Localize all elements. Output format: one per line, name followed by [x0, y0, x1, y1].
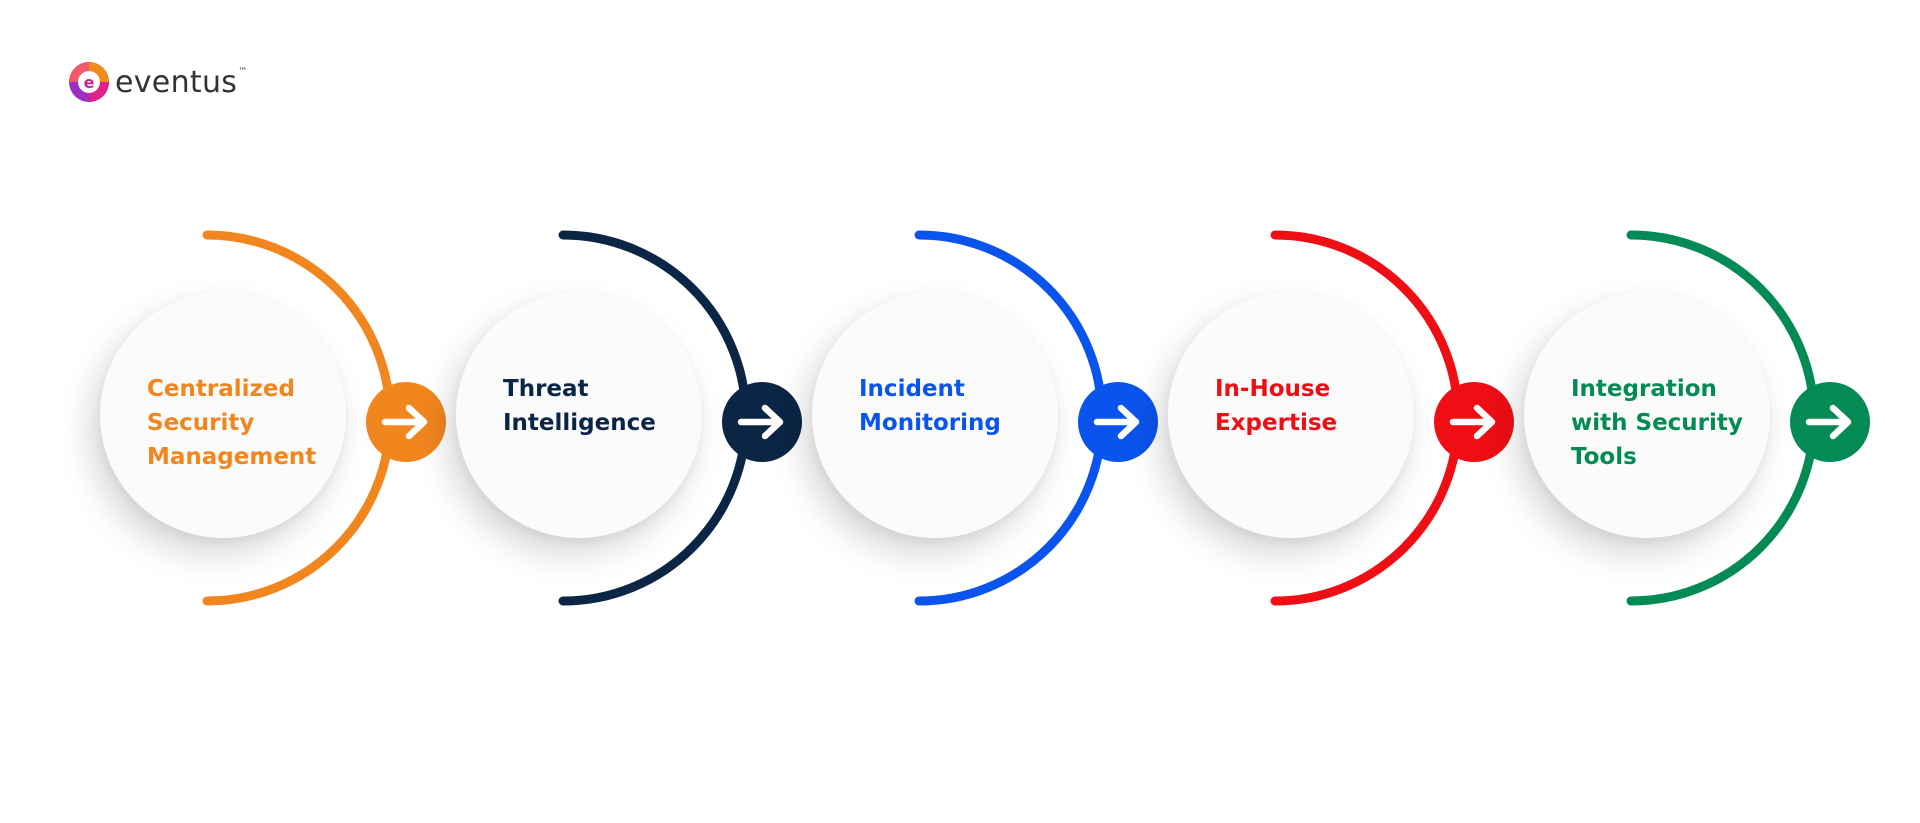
arrow-right-icon — [1449, 404, 1496, 440]
step-label: Incident Monitoring — [859, 376, 1001, 436]
arrow-right-icon — [381, 404, 428, 440]
brand-trademark: ™ — [238, 67, 248, 77]
step-circle — [812, 292, 1058, 538]
step-label: Integration with Security Tools — [1571, 376, 1743, 470]
step-in-house-expertise: In-House Expertise — [1082, 226, 1514, 610]
step-circle — [1524, 292, 1770, 538]
arrow-badge — [366, 382, 446, 462]
step-label: Threat Intelligence — [503, 376, 656, 436]
step-centralized-security-management: Centralized Security Management — [14, 226, 446, 610]
brand-logo: e eventus ™ — [66, 58, 247, 106]
step-threat-intelligence: Threat Intelligence — [370, 226, 802, 610]
step-circle — [1168, 292, 1414, 538]
step-incident-monitoring: Incident Monitoring — [726, 226, 1158, 610]
step-circle — [456, 292, 702, 538]
svg-text:e: e — [84, 73, 95, 92]
brand-name: eventus — [115, 64, 238, 100]
arrow-badge — [1434, 382, 1514, 462]
eventus-logo-icon: e — [69, 62, 109, 102]
arrow-badge — [1790, 382, 1870, 462]
step-label: Centralized Security Management — [147, 376, 317, 470]
step-integration-with-security-tools: Integration with Security Tools — [1438, 226, 1870, 610]
arrow-right-icon — [1805, 404, 1852, 440]
step-circle — [100, 292, 346, 538]
arrow-badge — [1078, 382, 1158, 462]
arrow-badge — [722, 382, 802, 462]
step-label: In-House Expertise — [1215, 376, 1338, 436]
arrow-right-icon — [737, 404, 784, 440]
arrow-right-icon — [1093, 404, 1140, 440]
